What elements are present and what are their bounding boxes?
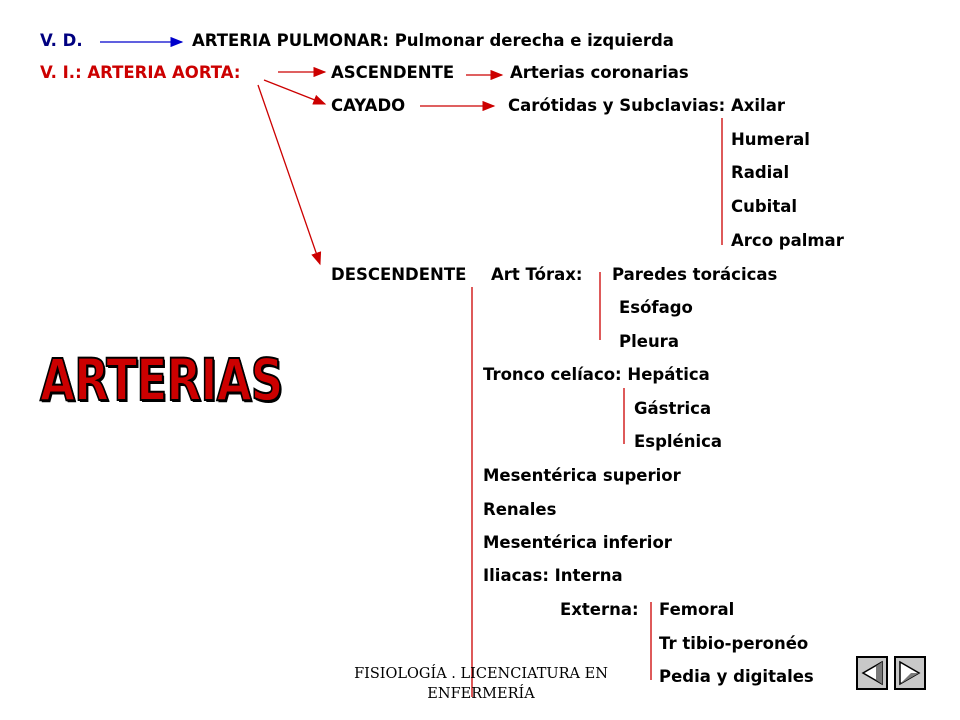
footer-text: FISIOLOGÍA . LICENCIATURA EN ENFERMERÍA [354, 666, 608, 702]
coronarias-text: Arterias coronarias [510, 63, 689, 82]
mesenterica-superior-text: Mesentérica superior [483, 466, 681, 485]
renales-text: Renales [483, 500, 557, 519]
vd-label: V. D. [40, 31, 83, 50]
previous-slide-button[interactable] [856, 656, 888, 690]
triangle-right-icon [899, 660, 921, 686]
cayado-label: CAYADO [331, 96, 406, 115]
arteria-pulmonar-text: ARTERIA PULMONAR: Pulmonar derecha e izq… [192, 31, 674, 50]
carotidas-text: Carótidas y Subclavias: Axilar [508, 96, 785, 115]
femoral-text: Femoral [659, 600, 735, 619]
mesenterica-inferior-text: Mesentérica inferior [483, 533, 672, 552]
arrow-aorta-descendente [257, 84, 322, 266]
paredes-text: Paredes torácicas [612, 265, 778, 284]
tibio-peroneo-text: Tr tibio-peronéo [659, 634, 809, 653]
next-slide-button[interactable] [894, 656, 926, 690]
iliacas-text: Iliacas: Interna [483, 566, 623, 585]
pedia-digitales-text: Pedia y digitales [659, 667, 814, 686]
arco-palmar-text: Arco palmar [731, 231, 844, 250]
gastrica-text: Gástrica [634, 399, 712, 418]
esplenica-text: Esplénica [634, 432, 723, 451]
ascendente-label: ASCENDENTE [331, 63, 455, 82]
esofago-text: Esófago [619, 298, 693, 317]
aorta-label: V. I.: ARTERIA AORTA: [40, 63, 241, 82]
torax-label: Art Tórax: [491, 265, 583, 284]
arrow-aorta-cayado [263, 79, 327, 105]
tronco-celiaco-text: Tronco celíaco: Hepática [483, 365, 710, 384]
externa-label: Externa: [560, 600, 639, 619]
cubital-text: Cubital [731, 197, 797, 216]
descendente-label: DESCENDENTE [331, 265, 467, 284]
radial-text: Radial [731, 163, 790, 182]
arterias-title: ARTERIAS [39, 345, 284, 415]
pleura-text: Pleura [619, 332, 679, 351]
humeral-text: Humeral [731, 130, 810, 149]
triangle-left-icon [861, 660, 883, 686]
